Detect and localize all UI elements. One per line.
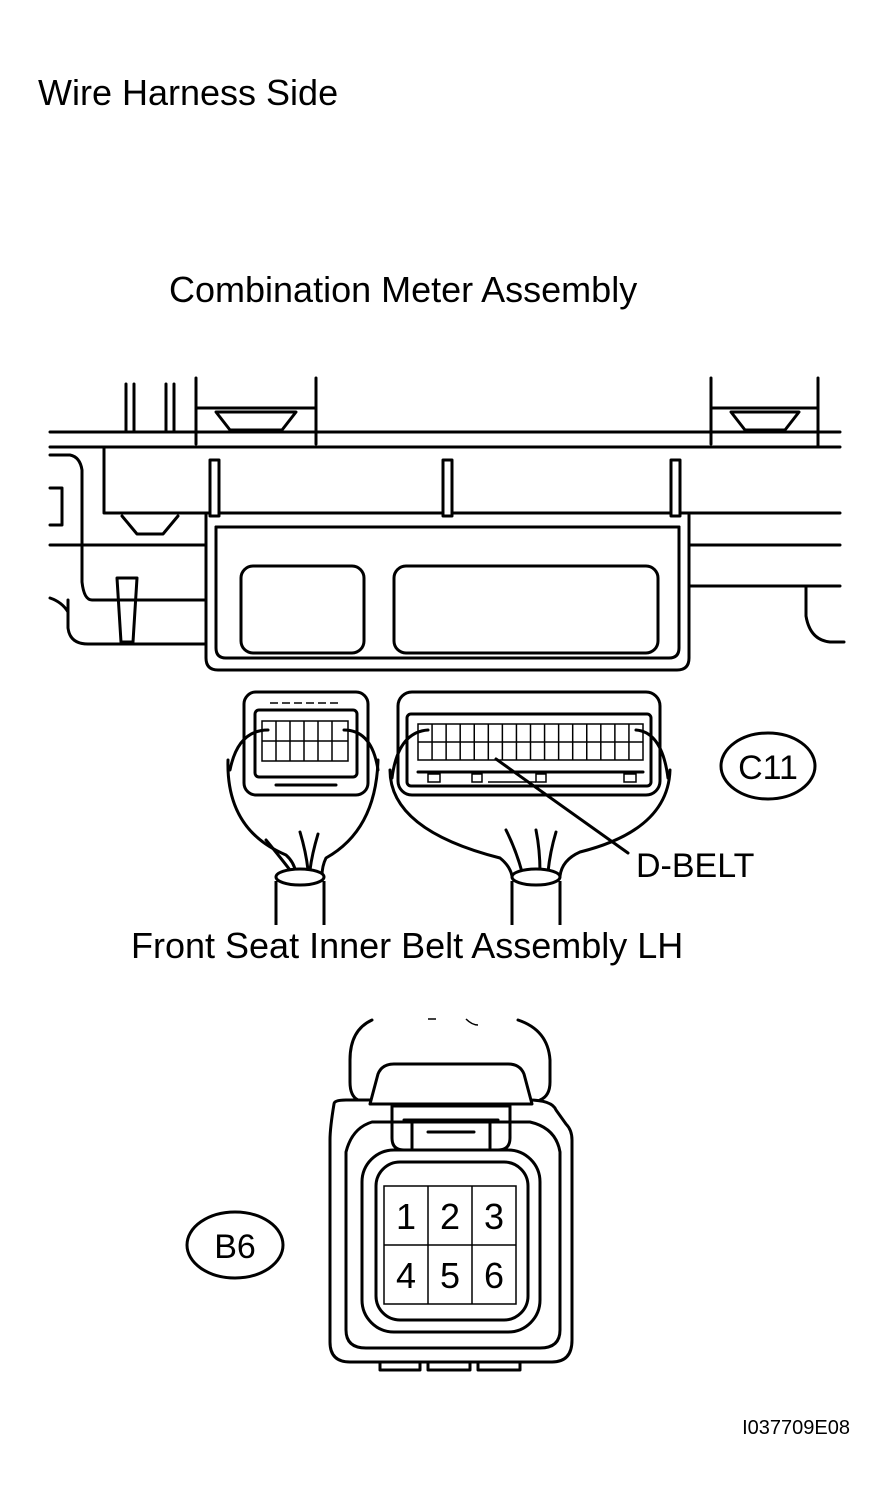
b6-pin-1: 1 [396,1196,416,1237]
b6-connector: 1 2 3 4 5 6 [328,1018,574,1372]
b6-connector-code: B6 [214,1228,256,1266]
c11-pin-grid [417,723,644,761]
b6-pin-6: 6 [484,1255,504,1296]
b6-pin-grid: 1 2 3 4 5 6 [383,1185,517,1305]
b6-pin-4: 4 [396,1255,416,1296]
figure-id: I037709E08 [742,1417,850,1439]
combination-meter-housing [48,376,846,672]
b6-pin-2: 2 [440,1196,460,1237]
small-harness-connector [226,690,380,925]
b6-pin-5: 5 [440,1255,460,1296]
c11-connector-code: C11 [738,749,798,787]
meter-assembly-label: Combination Meter Assembly [169,269,637,310]
d-belt-terminal-label: D-BELT [636,847,754,885]
d-belt-leader-line [494,757,630,855]
view-label: Wire Harness Side [38,72,338,113]
c11-harness-connector [388,690,672,925]
c11-connector-badge: C11 [719,731,817,801]
b6-connector-badge: B6 [185,1210,285,1280]
belt-assembly-label: Front Seat Inner Belt Assembly LH [131,925,683,966]
small-connector-pin-grid [261,720,349,762]
b6-pin-3: 3 [484,1196,504,1237]
